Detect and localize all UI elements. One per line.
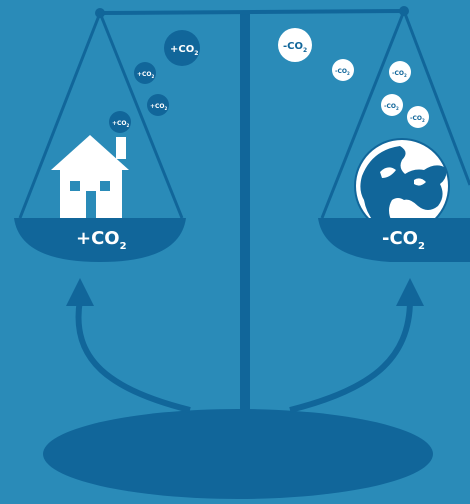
- scale-beam: [99, 9, 405, 15]
- right-string: [320, 10, 406, 219]
- svg-text:+CO2: +CO2: [150, 103, 168, 111]
- co2-bubble-minus: -CO2: [407, 106, 429, 128]
- co2-bubble-plus: +CO2: [109, 111, 131, 133]
- right-pan: [318, 218, 470, 262]
- co2-bubble-minus: -CO2: [332, 59, 354, 81]
- co2-bubble-minus: -CO2: [278, 28, 312, 62]
- svg-text:+CO2: +CO2: [112, 120, 130, 128]
- left-string: [18, 12, 102, 219]
- house-icon: [51, 135, 129, 218]
- co2-bubble-plus: +CO2: [134, 62, 156, 84]
- svg-text:+CO2: +CO2: [170, 44, 198, 57]
- right-string: [402, 10, 470, 186]
- co2-bubble-minus: -CO2: [381, 94, 403, 116]
- left-pan: [14, 218, 186, 262]
- svg-text:-CO2: -CO2: [283, 41, 307, 54]
- globe-icon: [354, 138, 450, 234]
- arrow-up-icon: [289, 278, 424, 413]
- svg-text:-CO2: -CO2: [410, 115, 425, 123]
- left-string: [98, 12, 184, 219]
- svg-text:+CO2: +CO2: [137, 71, 155, 79]
- scale-pole: [240, 12, 250, 412]
- right-pan-label: -CO2: [382, 228, 425, 252]
- co2-bubble-plus: +CO2: [147, 94, 169, 116]
- svg-text:-CO2: -CO2: [392, 70, 407, 78]
- co2-bubble-minus: -CO2: [389, 61, 411, 83]
- left-pan-label: +CO2: [76, 228, 127, 252]
- svg-text:-CO2: -CO2: [335, 68, 350, 76]
- co2-bubble-plus: +CO2: [164, 30, 200, 66]
- svg-text:-CO2: -CO2: [384, 103, 399, 111]
- arrow-up-icon: [66, 278, 191, 413]
- scale-base: [43, 409, 433, 499]
